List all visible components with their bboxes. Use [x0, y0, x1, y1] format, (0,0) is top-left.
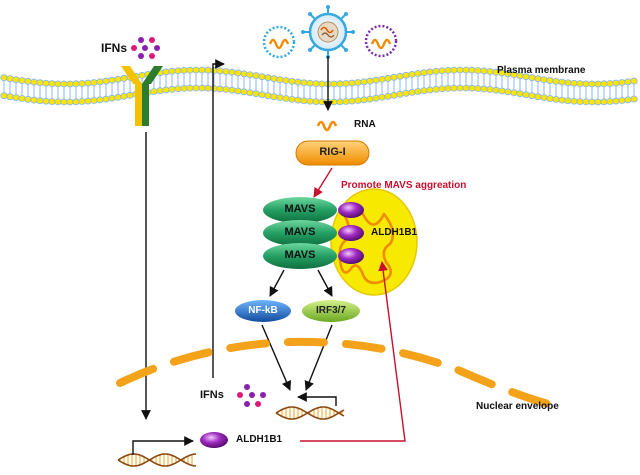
rig-i-label: RIG-I [319, 146, 346, 158]
nuclear-envelope-label: Nuclear envelope [476, 401, 559, 412]
ifn-secretion-arrow [212, 59, 225, 378]
aldh1b1-bottom-protein-icon [200, 432, 228, 448]
aldh1b1-mito-proteins [338, 202, 364, 264]
dna-ifn-gene-icon [275, 406, 345, 420]
irf-label: IRF3/7 [315, 305, 346, 316]
mavs-to-irf-arrow [317, 269, 333, 297]
aldh1b1-bottom-label: ALDH1B1 [236, 434, 283, 445]
mavs-oval-3 [263, 243, 337, 269]
nfkb-label: NF-kB [248, 305, 278, 316]
aldh1b1-protein-icon [338, 202, 364, 218]
ifns-top-label: IFNs [101, 41, 128, 55]
nfkb-pill [235, 300, 291, 322]
aldh1b1-mito-label: ALDH1B1 [371, 227, 418, 238]
irf-to-dna-arrow [304, 324, 333, 391]
nuclear-envelope [116, 337, 556, 409]
promote-aggregation-arrow [313, 167, 333, 198]
aldh1b1-to-mito-arrow [300, 261, 406, 442]
mavs-oval-2 [263, 220, 337, 246]
promote-label: Promote MAVS aggreation [341, 180, 467, 191]
mavs-label-2: MAVS [284, 226, 316, 238]
plasma-membrane-label: Plasma membrane [497, 65, 586, 76]
rna-icon [316, 120, 338, 132]
rna-label: RNA [354, 119, 376, 130]
nfkb-to-dna-arrow [261, 324, 292, 391]
virus-left-icon [262, 25, 296, 59]
ifn-molecules-bottom-icon [237, 384, 266, 407]
dna-aldh1b1-gene-icon [117, 453, 197, 467]
rig-i-pill [295, 140, 370, 166]
virus-center-icon [301, 5, 355, 59]
ifns-bottom-label: IFNs [200, 389, 224, 401]
mavs-label-1: MAVS [284, 203, 316, 215]
aldh1b1-protein-icon [338, 225, 364, 241]
ifn-molecules-top-icon [131, 37, 160, 59]
aldh1b1-transcription-arrow [132, 436, 194, 455]
mavs-label-3: MAVS [284, 249, 316, 261]
mavs-stack [263, 197, 337, 269]
mavs-oval-1 [263, 197, 337, 223]
virus-right-icon [364, 24, 398, 58]
ifn-receptor-icon [121, 66, 163, 126]
mavs-to-nfkb-arrow [269, 269, 285, 297]
ifn-transcription-arrow [297, 392, 337, 406]
aldh1b1-protein-icon [338, 248, 364, 264]
irf-pill [302, 300, 360, 322]
